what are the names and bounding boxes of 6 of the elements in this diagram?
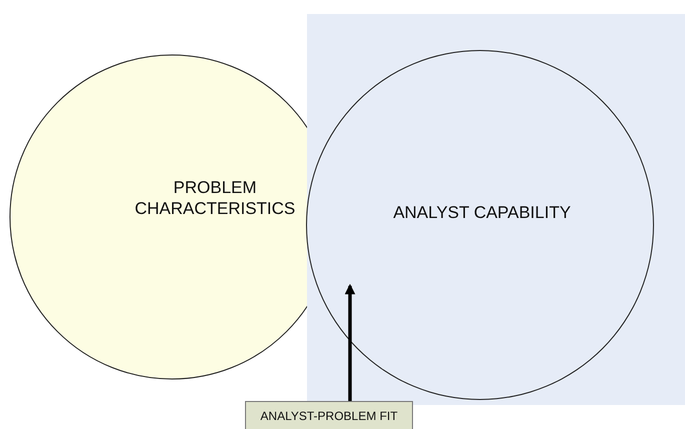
node-label: ANALYST CAPABILITY <box>392 202 572 223</box>
venn-circle <box>306 50 654 400</box>
node-label: PROBLEM CHARACTERISTICS <box>134 177 296 219</box>
node-label: ANALYST-PROBLEM FIT <box>260 409 398 423</box>
arrow <box>344 284 356 401</box>
label-box <box>245 401 413 429</box>
